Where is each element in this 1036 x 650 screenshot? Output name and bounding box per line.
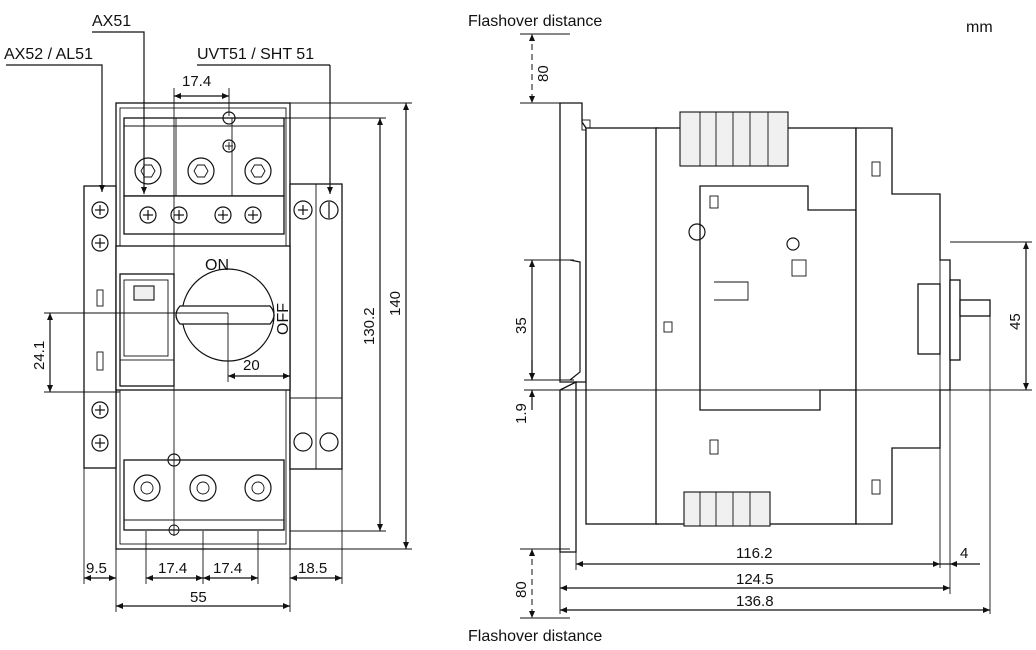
top-terminal-nut-2 (187, 157, 215, 185)
flashover-bottom-label: Flashover distance (468, 628, 602, 645)
side-view: Flashover distance 80 (468, 13, 1032, 645)
callout-ax51: AX51 (92, 13, 131, 30)
dim-depth-116-2: 116.2 (736, 545, 772, 562)
dim-height-inner: 130.2 (361, 307, 378, 345)
units-label: mm (966, 19, 993, 36)
dim-pitch-2: 17.4 (213, 560, 242, 577)
din-rail (569, 259, 581, 381)
bottom-terminal-nut-1 (133, 474, 161, 502)
dim-pitch-1: 17.4 (158, 560, 187, 577)
flashover-top-label: Flashover distance (468, 13, 602, 30)
bottom-fins (683, 491, 771, 527)
mounting-plate (559, 102, 587, 383)
top-terminal-block (123, 117, 285, 197)
dim-width-total: 55 (190, 589, 207, 606)
bottom-terminal-block (123, 459, 285, 531)
dim-left-margin: 9.5 (86, 560, 107, 577)
callout-ax52-al51: AX52 / AL51 (4, 46, 93, 63)
dim-flash-bottom: 80 (513, 581, 530, 598)
dim-right-margin: 18.5 (298, 560, 327, 577)
dim-handle-offset: 20 (243, 357, 260, 374)
bottom-terminal-nut-3 (244, 474, 272, 502)
inner-profile (699, 185, 857, 411)
dim-flash-top: 80 (535, 65, 552, 82)
on-label: ON (205, 257, 229, 274)
dim-depth-4: 4 (960, 545, 968, 562)
top-fins (679, 111, 789, 167)
dim-rail-1-9: 1.9 (513, 403, 530, 424)
bottom-terminal-nut-2 (189, 474, 217, 502)
dim-depth-124-5: 124.5 (736, 571, 774, 588)
dim-rail-35: 35 (513, 317, 530, 334)
handle-shaft (949, 279, 961, 361)
dim-top-offset: 17.4 (182, 73, 211, 90)
front-view: ON OFF AX51 AX52 / AL51 UVT51 / SHT 51 1… (4, 13, 412, 612)
side-main-body (585, 127, 659, 525)
dim-handle-45: 45 (1007, 313, 1024, 330)
dim-height-total: 140 (387, 291, 404, 316)
handle-bar (175, 305, 275, 325)
dim-handle-height: 24.1 (31, 341, 48, 370)
dim-depth-136-8: 136.8 (736, 593, 774, 610)
callout-uvt51-sht51: UVT51 / SHT 51 (197, 46, 314, 63)
off-label: OFF (275, 303, 292, 335)
top-terminal-nut-3 (244, 157, 272, 185)
left-aux-module (83, 185, 117, 469)
